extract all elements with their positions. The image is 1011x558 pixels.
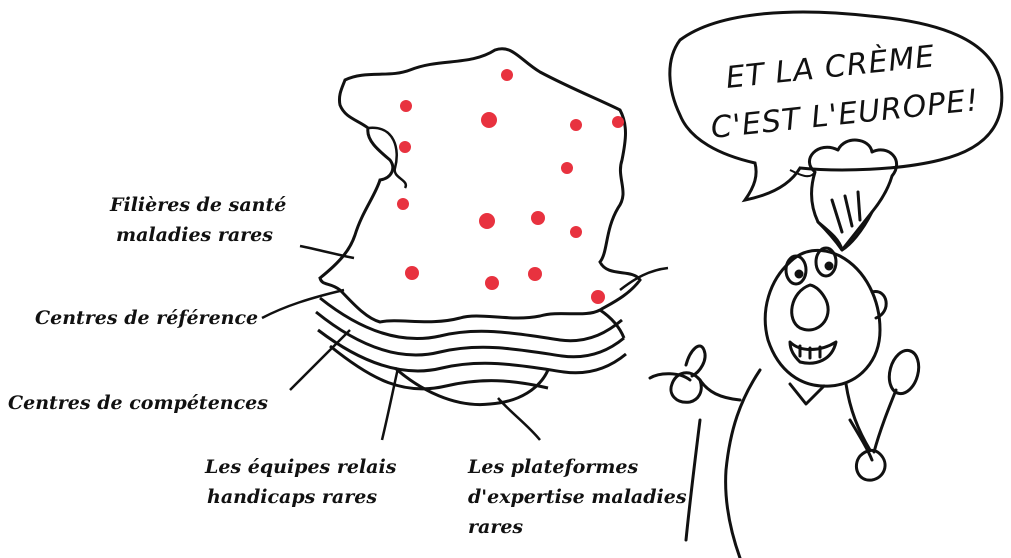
speech-bubble (668, 10, 1004, 203)
chef-head (763, 248, 882, 388)
red-dot (397, 198, 409, 210)
chef-arm-right (848, 418, 874, 462)
leader-plateformes (497, 397, 541, 441)
red-dot (400, 100, 412, 112)
chef-body (724, 368, 762, 558)
red-dot (479, 213, 495, 229)
label-plateformes: Les plateformes d'expertise maladies rar… (468, 452, 687, 542)
chef-hat-band (816, 210, 874, 252)
leader-equipes (380, 367, 400, 441)
red-dot (405, 266, 419, 280)
cake-right-side (599, 308, 626, 339)
bretagne-outline (367, 126, 408, 189)
chef-eye (814, 246, 838, 278)
chef-collar (788, 382, 826, 406)
chef-hat-pleat (830, 198, 844, 234)
chef-ear (870, 290, 888, 320)
cake-layer-2 (315, 310, 625, 359)
red-dot (481, 112, 497, 128)
label-filieres: Filières de santé maladies rares (110, 190, 286, 250)
red-dot (528, 267, 542, 281)
spoon-bowl (887, 348, 921, 396)
chef-mouth (788, 340, 838, 365)
chef-body (844, 382, 872, 452)
label-centres-competences: Centres de compétences (8, 392, 268, 414)
cake-layer-4 (329, 344, 549, 391)
leader-centres-reference (261, 288, 345, 320)
label-plateformes-line-2: d'expertise maladies (468, 486, 687, 508)
chef-hand-right (855, 448, 887, 482)
chef-teeth (798, 344, 822, 360)
label-filieres-line-2: maladies rares (116, 224, 273, 246)
leader-filieres (299, 244, 355, 260)
chef-finger (648, 372, 692, 382)
label-leader-lines (261, 244, 669, 441)
label-equipes-line-2: handicaps rares (207, 486, 378, 508)
chef-leg (684, 418, 702, 542)
red-dot (485, 276, 499, 290)
cake-layer-3 (317, 328, 627, 375)
chef-eye (784, 254, 808, 286)
red-dot (612, 116, 624, 128)
cake-layer-5 (394, 366, 550, 407)
label-plateformes-line-3: rares (468, 516, 524, 538)
label-centres-reference: Centres de référence (35, 307, 259, 329)
chef-arm-left (698, 378, 742, 402)
chef-pupil (794, 269, 804, 279)
speech-bubble-tail (789, 169, 816, 178)
label-plateformes-line-1: Les plateformes (468, 456, 639, 478)
chef-hat-pleat (843, 194, 854, 228)
leader-centres-competences (289, 329, 351, 391)
red-dot (561, 162, 573, 174)
france-map-outline (318, 47, 642, 324)
chef-finger-tip (684, 344, 707, 378)
chef-nose (790, 283, 830, 332)
label-equipes-line-1: Les équipes relais (205, 456, 397, 478)
reference-centre-dots (397, 69, 624, 304)
label-filieres-line-1: Filières de santé (110, 194, 287, 216)
label-equipes: Les équipes relais handicaps rares (205, 452, 396, 512)
red-dot (591, 290, 605, 304)
red-dot (399, 141, 411, 153)
red-dot (570, 226, 582, 238)
leader-european (619, 266, 669, 291)
spoon-handle (872, 388, 898, 454)
chef-pupil (824, 261, 834, 271)
chef-hand-left (669, 371, 703, 404)
chef-character (648, 138, 921, 558)
red-dot (570, 119, 582, 131)
cake-layer-1 (319, 296, 623, 343)
red-dot (531, 211, 545, 225)
chef-hat-pleat (856, 190, 862, 222)
red-dot (501, 69, 513, 81)
